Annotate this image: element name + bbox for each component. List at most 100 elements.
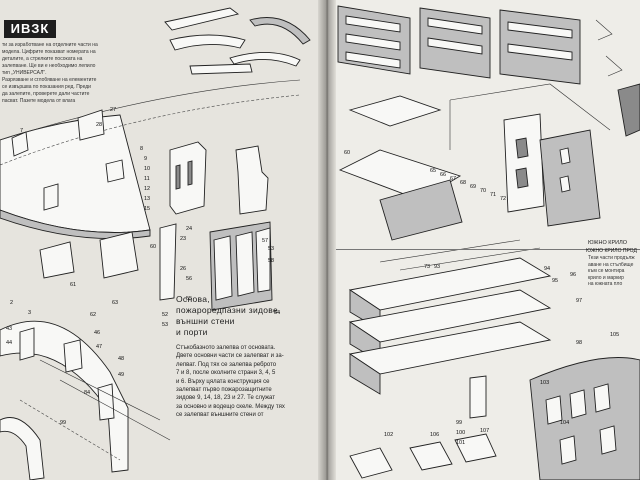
- part-number: 94: [544, 266, 551, 272]
- part-number: 63: [112, 300, 119, 306]
- part-number: 60: [344, 150, 351, 156]
- part-number: 105: [610, 332, 620, 338]
- caption-body-line: и 6. Върху цялата конструкция се: [176, 378, 270, 385]
- wall-pieces-drawing: [39, 141, 273, 311]
- part-number: 99: [60, 420, 67, 426]
- wing-structure-drawing: [338, 83, 611, 241]
- part-number: 44: [6, 340, 13, 346]
- part-number: 46: [94, 330, 101, 336]
- caption-body-line: за основно и водещо скеле. Между тях: [176, 403, 285, 410]
- part-number: 8: [140, 146, 144, 152]
- part-number: 62: [90, 312, 97, 318]
- part-number: 96: [570, 272, 577, 278]
- part-number: 49: [118, 372, 125, 378]
- part-number: 60: [150, 244, 157, 250]
- intro-line: ти за изработване на отделните части на: [2, 42, 98, 48]
- part-number: 99: [456, 420, 463, 426]
- caption-title-line: външни стени: [176, 316, 235, 326]
- part-number: 12: [144, 186, 151, 192]
- part-number: 9: [144, 156, 148, 162]
- part-number: 71: [490, 192, 497, 198]
- intro-line: модела. Цифрите показват номерата на: [2, 49, 96, 55]
- part-number: 48: [118, 356, 125, 362]
- section-caption: Основа, пожароредпазни зидове, външни ст…: [176, 294, 294, 420]
- caption-body-line: Двете основни части се залепват и за-: [176, 353, 284, 360]
- part-number: 11: [144, 176, 150, 182]
- part-number: 73: [424, 264, 431, 270]
- part-number: 53: [162, 322, 169, 328]
- part-number: 68: [460, 180, 467, 186]
- side-note-line: към се монтира: [588, 268, 625, 275]
- side-note: Тези части продълж аване на стълбище към…: [588, 255, 640, 288]
- intro-line: да залепите, проверете дали частите: [2, 91, 90, 97]
- part-number: 106: [430, 432, 440, 438]
- part-number: 97: [576, 298, 583, 304]
- part-number: 61: [70, 282, 77, 288]
- part-number: 53: [268, 246, 275, 252]
- intro-text: ти за изработване на отделните части на …: [2, 42, 162, 105]
- part-number: 52: [162, 312, 169, 318]
- intro-line: деталите, а стрелките посоката на: [2, 56, 83, 62]
- part-number: 102: [384, 432, 394, 438]
- part-number: 107: [480, 428, 490, 434]
- side-note-line: крило и маркир: [588, 274, 624, 281]
- part-number: 84: [84, 390, 91, 396]
- part-number: 27: [110, 107, 117, 113]
- side-note-line: аване на стълбище: [588, 261, 634, 268]
- intro-line: се извършва по показания ред. Преди: [2, 84, 91, 90]
- ring-wall-drawing: [0, 320, 171, 480]
- intro-line: залепване. Ще ви е необходимо лепило: [2, 63, 96, 69]
- part-number: 15: [144, 206, 151, 212]
- caption-body: Стъкобазното залепва от основата. Двете …: [176, 344, 294, 420]
- caption-title-line: и порти: [176, 327, 208, 337]
- caption-body-line: Стъкобазното залепва от основата.: [176, 345, 276, 351]
- caption-title-line: Основа,: [176, 294, 210, 304]
- watermark-logo: ИВЗК: [4, 20, 56, 38]
- part-number: 43: [6, 326, 13, 332]
- arch-strips-drawing: [164, 7, 311, 75]
- caption-body-line: се залепват външните стени от: [176, 412, 264, 419]
- part-number: 13: [144, 196, 151, 202]
- part-number: 56: [186, 276, 193, 282]
- part-number: 103: [540, 380, 550, 386]
- book-gutter: [318, 0, 336, 480]
- part-number: 67: [450, 176, 457, 182]
- part-number: 24: [186, 226, 193, 232]
- caption-body-line: зидове 9, 14, 18, 23 и 27. Те служат: [176, 395, 275, 402]
- part-number: 65: [430, 168, 437, 174]
- intro-line: Разрязване и сглобяване на елементите: [2, 77, 97, 83]
- section-divider: [336, 249, 640, 250]
- part-number: 104: [560, 420, 570, 426]
- part-number: 70: [480, 188, 487, 194]
- part-number: 101: [456, 440, 466, 446]
- part-number: 2: [10, 300, 14, 306]
- caption-body-line: 7 и 8, после околните страни 3, 4, 5: [176, 370, 276, 377]
- part-number: 3: [28, 310, 32, 316]
- floor-stack-drawing: [348, 239, 552, 419]
- part-number: 28: [96, 122, 103, 128]
- part-number: 57: [262, 238, 269, 244]
- intro-line: пасват. Пазете модела от влага: [2, 98, 76, 104]
- part-number: 95: [552, 278, 559, 284]
- caption-body-line: лепват. Под тях се залепва реброто: [176, 361, 277, 368]
- caption-title-line: пожароредпазни зидове,: [176, 305, 281, 315]
- curved-base-shell: [0, 79, 301, 240]
- staircase-blocks-drawing: [337, 5, 581, 85]
- part-number: 58: [268, 258, 275, 264]
- part-number: 100: [456, 430, 466, 436]
- ground-parts-drawing: [349, 357, 640, 480]
- part-number: 69: [470, 184, 477, 190]
- part-number: 98: [576, 340, 583, 346]
- south-wing-label: ЮЖНО КРИЛО: [588, 240, 628, 246]
- part-number: 54: [274, 310, 281, 316]
- part-number: 72: [500, 196, 507, 202]
- part-number: 7: [20, 128, 24, 134]
- part-number: 23: [180, 236, 187, 242]
- part-number: 66: [440, 172, 447, 178]
- caption-title: Основа, пожароредпазни зидове, външни ст…: [176, 294, 294, 338]
- part-number: 26: [180, 266, 187, 272]
- intro-line: тип „УНИВЕРСАЛ".: [2, 70, 47, 76]
- part-number: 55: [186, 296, 193, 302]
